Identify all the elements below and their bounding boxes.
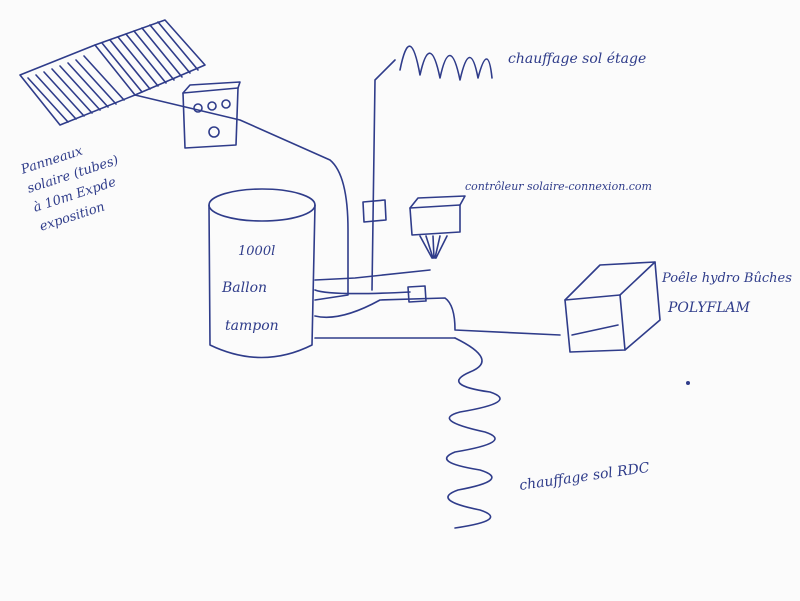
tank-capacity-label: 1000l (238, 244, 275, 259)
riser-pipe (371, 59, 396, 291)
ground-floor-heating-coil (445, 337, 501, 529)
junction-box (407, 285, 427, 303)
solar-circuit-pipe (134, 94, 349, 301)
controller-label: contrôleur solaire-connexion.com (465, 180, 652, 193)
upstairs-heating-label: chauffage sol étage (508, 51, 646, 67)
stove-box (564, 261, 661, 353)
stove-label-line-2: POLYFLAM (667, 300, 751, 316)
tank-label-tampon: tampon (225, 318, 279, 334)
ground-heating-label: chauffage sol RDC (518, 460, 650, 494)
valve-box (362, 199, 387, 223)
stove-label-line-1: Poêle hydro Bûches (661, 271, 792, 286)
solar-panel-array (19, 19, 206, 126)
tank-label-ballon: Ballon (221, 280, 267, 296)
solar-panel-label: Panneaux solaire (tubes) à 10m Expde exp… (18, 143, 120, 234)
buffer-tank (208, 188, 316, 359)
upstairs-floor-heating-coil (399, 45, 493, 81)
pump-box (182, 81, 241, 149)
tank-outlet-pipes (314, 269, 561, 339)
solar-controller-box (409, 195, 466, 259)
ink-dot (686, 381, 690, 385)
